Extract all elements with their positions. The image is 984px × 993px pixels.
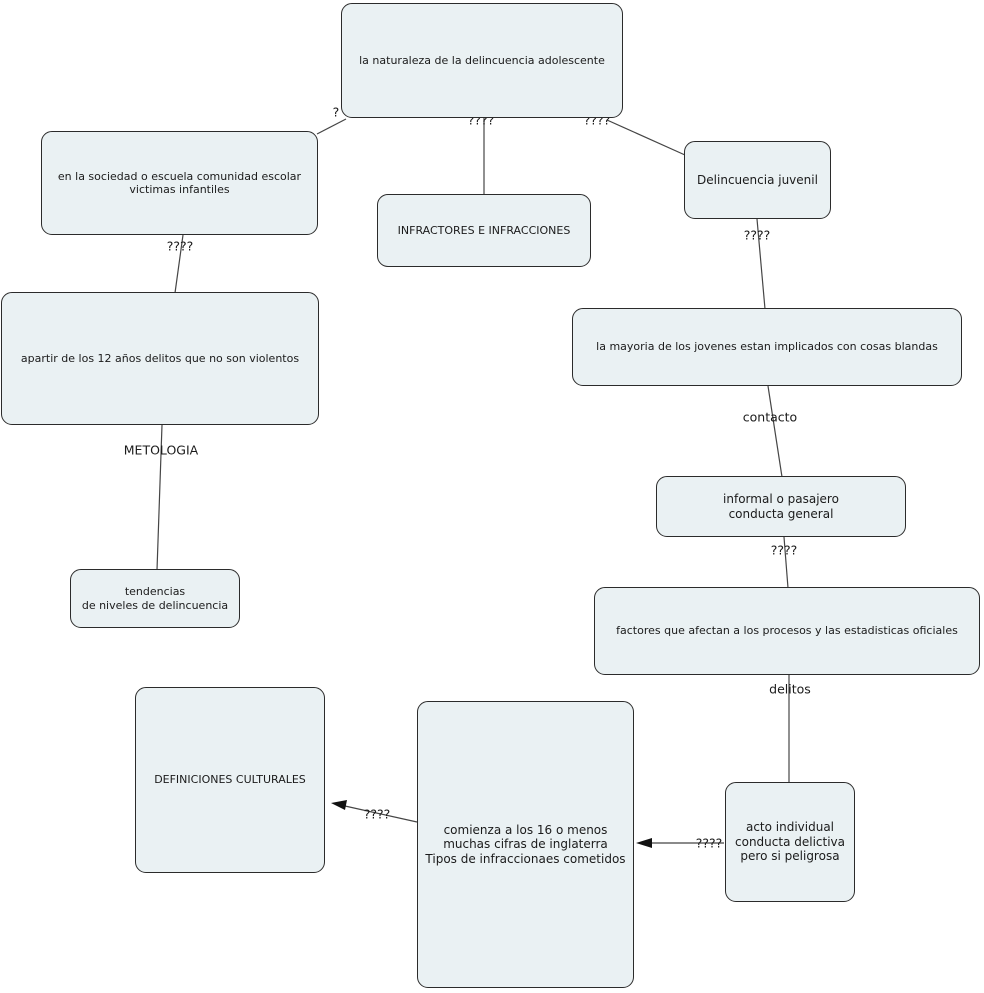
- edge-comienza-definiciones: [344, 805, 418, 823]
- node-informal-label: informal o pasajero conducta general: [723, 491, 839, 521]
- edge-label-mayoria-informal[interactable]: contacto: [742, 409, 798, 425]
- node-acto-label: acto individual conducta delictiva pero …: [735, 820, 845, 864]
- node-mayoria[interactable]: la mayoria de los jovenes estan implicad…: [572, 308, 962, 386]
- edge-label-apartir-tendencias[interactable]: METOLOGIA: [123, 442, 199, 458]
- node-comienza[interactable]: comienza a los 16 o menos muchas cifras …: [417, 701, 634, 988]
- edge-mayoria-informal: [767, 385, 783, 478]
- edge-label-delincuencia-mayoria[interactable]: ????: [743, 227, 771, 243]
- edge-label-factores-acto[interactable]: delitos: [769, 681, 811, 697]
- edge-label-top-question[interactable]: ?: [332, 104, 340, 120]
- node-mayoria-label: la mayoria de los jovenes estan implicad…: [596, 340, 938, 354]
- node-informal[interactable]: informal o pasajero conducta general: [656, 476, 906, 537]
- node-definiciones-label: DEFINICIONES CULTURALES: [154, 773, 306, 787]
- node-comienza-label: comienza a los 16 o menos muchas cifras …: [425, 822, 626, 866]
- edge-apartir-tendencias: [156, 424, 163, 571]
- node-definiciones[interactable]: DEFINICIONES CULTURALES: [135, 687, 325, 873]
- node-naturaleza[interactable]: la naturaleza de la delincuencia adolesc…: [341, 3, 623, 118]
- edge-naturaleza-sociedad: [316, 118, 347, 135]
- node-factores[interactable]: factores que afectan a los procesos y la…: [594, 587, 980, 675]
- edge-informal-factores: [783, 536, 789, 589]
- edge-label-sociedad-apartir[interactable]: ????: [166, 238, 194, 254]
- arrowhead-into-definiciones: [331, 800, 347, 810]
- edge-sociedad-apartir: [174, 234, 184, 294]
- node-apartir[interactable]: apartir de los 12 años delitos que no so…: [1, 292, 319, 425]
- arrowhead-into-comienza: [636, 838, 652, 848]
- node-infractores-label: INFRACTORES E INFRACCIONES: [397, 223, 571, 237]
- node-apartir-label: apartir de los 12 años delitos que no so…: [20, 351, 300, 365]
- edge-label-acto-comienza[interactable]: ????: [695, 835, 723, 851]
- node-infractores[interactable]: INFRACTORES E INFRACCIONES: [377, 194, 591, 267]
- node-sociedad-label: en la sociedad o escuela comunidad escol…: [57, 169, 302, 196]
- node-tendencias[interactable]: tendencias de niveles de delincuencia: [70, 569, 240, 628]
- node-tendencias-label: tendencias de niveles de delincuencia: [81, 585, 229, 612]
- edge-delincuencia-mayoria: [756, 218, 766, 310]
- node-delincuencia[interactable]: Delincuencia juvenil: [684, 141, 831, 219]
- edge-naturaleza-delincuencia: [606, 119, 686, 156]
- edge-label-comienza-definiciones[interactable]: ????: [363, 806, 391, 822]
- node-sociedad[interactable]: en la sociedad o escuela comunidad escol…: [41, 131, 318, 235]
- node-factores-label: factores que afectan a los procesos y la…: [616, 624, 958, 638]
- node-acto[interactable]: acto individual conducta delictiva pero …: [725, 782, 855, 902]
- edge-label-informal-factores[interactable]: ????: [770, 542, 798, 558]
- node-delincuencia-label: Delincuencia juvenil: [697, 172, 818, 187]
- node-naturaleza-label: la naturaleza de la delincuencia adolesc…: [359, 53, 605, 67]
